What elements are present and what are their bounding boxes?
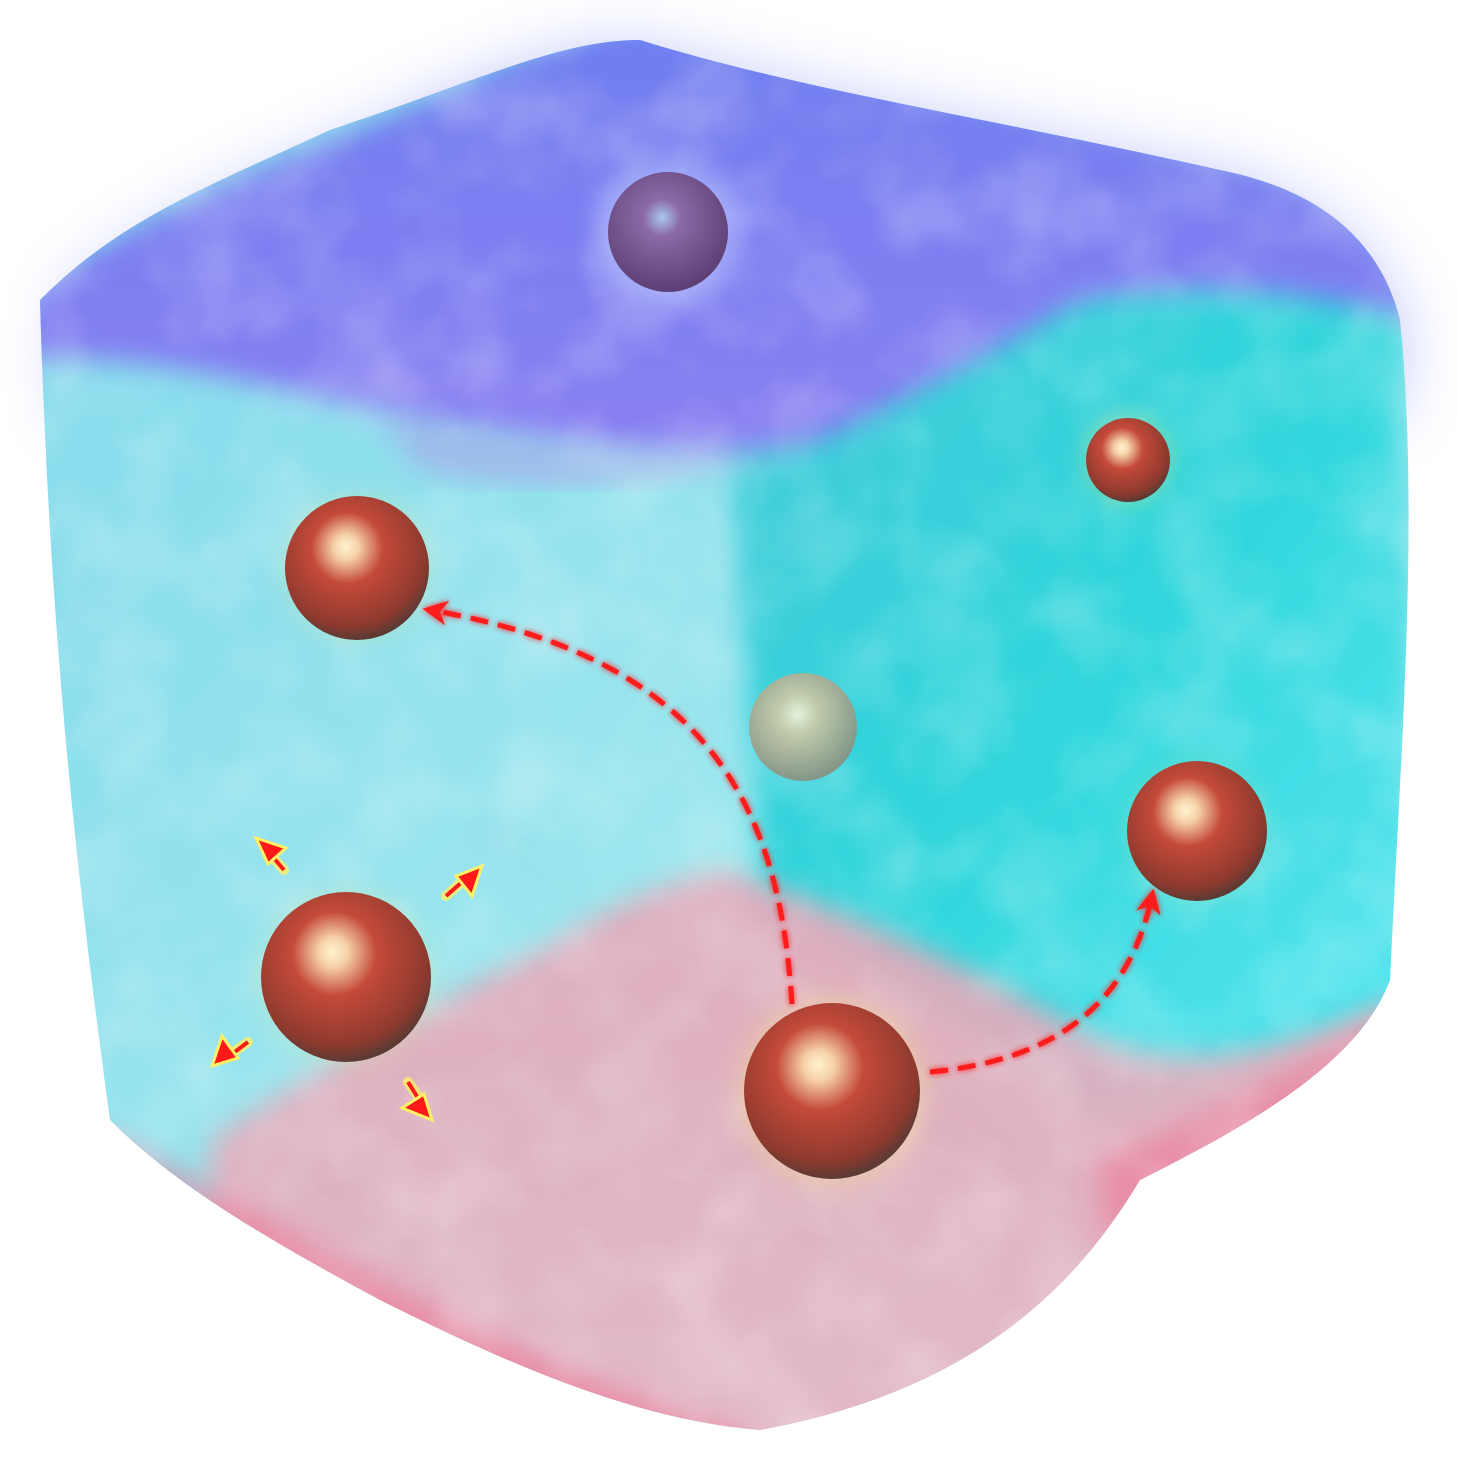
sphere-upper-left xyxy=(275,486,439,650)
sphere-top-right-small xyxy=(1076,408,1180,512)
vibration-arrows xyxy=(209,835,485,1123)
ion-spheres xyxy=(251,160,1277,1195)
sphere-hopping-source xyxy=(728,987,936,1195)
sphere-top xyxy=(596,160,740,304)
vibration-arrow-down-right xyxy=(398,1077,435,1123)
vibration-arrow-up-right xyxy=(441,863,485,901)
hop-arrow-to-upper-left xyxy=(422,600,795,1005)
sphere-right xyxy=(1117,751,1277,911)
hop-paths xyxy=(422,600,1161,1075)
vibration-arrow-up-left xyxy=(253,835,289,875)
sphere-vibrating-left xyxy=(251,882,441,1072)
hop-arrow-to-right xyxy=(929,888,1161,1075)
vibration-arrow-down-left xyxy=(209,1032,253,1069)
sphere-center-faded xyxy=(749,673,857,781)
